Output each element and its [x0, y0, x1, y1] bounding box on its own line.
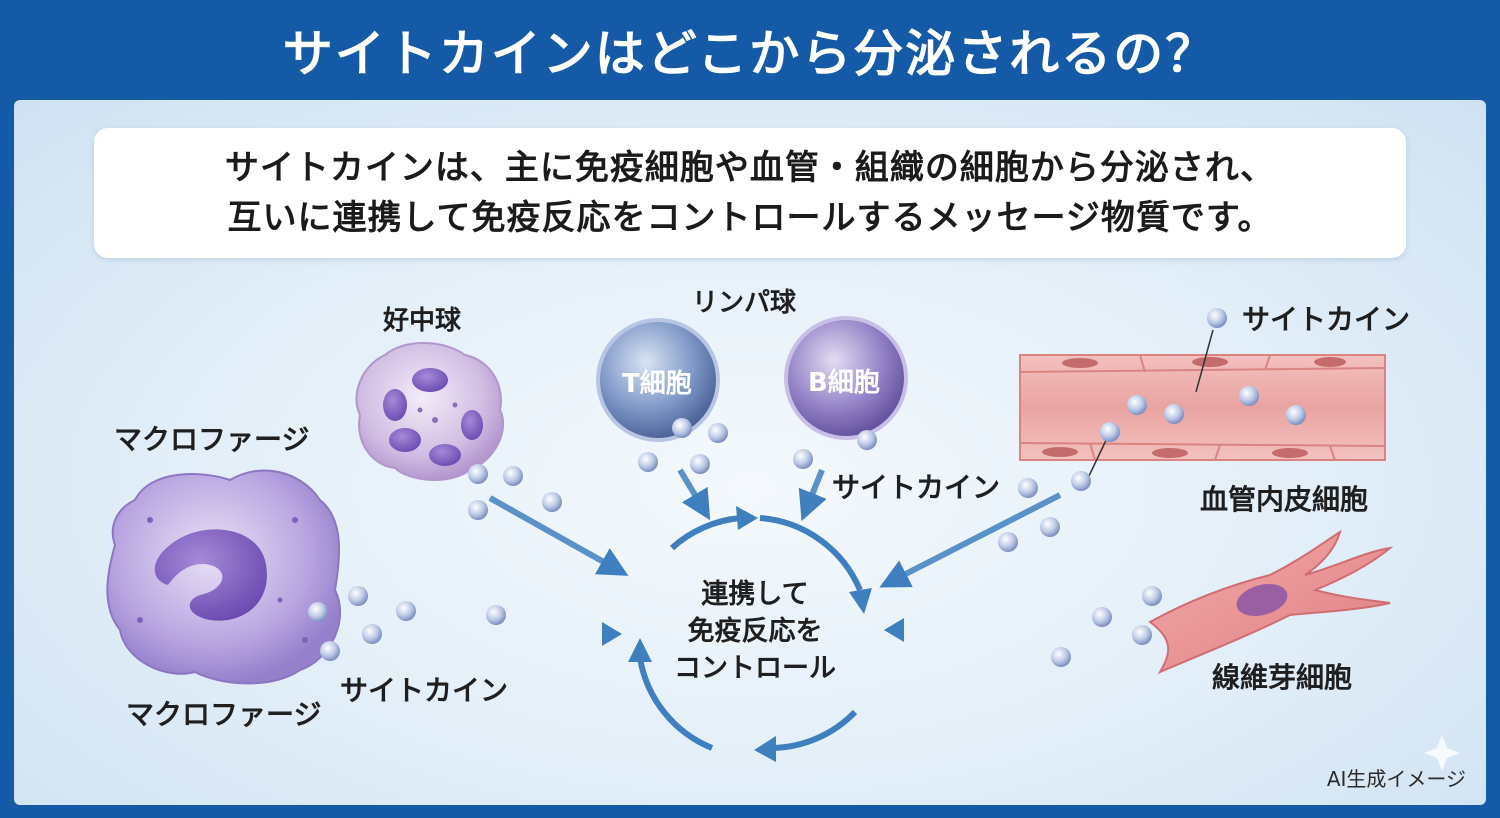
- arrow-macrophage: [395, 622, 622, 646]
- label-t-cell: T細胞: [622, 369, 692, 399]
- arrow-fibroblast: [884, 618, 1125, 642]
- arrow-vessel: [879, 492, 1062, 588]
- ai-generated-note: AI生成イメージ: [1326, 767, 1466, 791]
- neutrophil-cell: [355, 342, 505, 481]
- t-cell: [596, 318, 720, 442]
- page-title: サイトカインはどこから分泌されるの？: [282, 25, 1218, 83]
- label-neutrophil: 好中球: [383, 306, 462, 336]
- label-macrophage-bottom: マクロファージ: [126, 698, 322, 731]
- label-macrophage-top: マクロファージ: [114, 423, 310, 456]
- summary-line-1: サイトカインは、主に免疫細胞や血管・組織の細胞から分泌され、: [224, 148, 1276, 188]
- arrow-t-cell: [677, 468, 711, 521]
- blood-vessel: [1019, 354, 1386, 461]
- label-cytokine-macrophage: サイトカイン: [340, 674, 509, 707]
- label-cytokine-lymph: サイトカイン: [832, 471, 1001, 504]
- center-line-3: コントロール: [674, 653, 836, 684]
- summary-line-2: 互いに連携して免疫反応をコントロールするメッセージ物質です。: [227, 198, 1273, 238]
- label-fibroblast: 線維芽細胞: [1212, 661, 1353, 694]
- label-lymphocyte: リンパ球: [692, 288, 797, 318]
- center-line-2: 免疫反応を: [687, 616, 823, 647]
- arrow-neutrophil: [488, 495, 629, 576]
- label-endothelial: 血管内皮細胞: [1200, 483, 1369, 516]
- fibroblast-cell: [1148, 529, 1394, 675]
- b-cell: [784, 316, 908, 440]
- macrophage-cell: [106, 469, 341, 685]
- label-cytokine-vessel: サイトカイン: [1242, 303, 1411, 336]
- cycle-arrows: [637, 515, 863, 751]
- label-b-cell: B細胞: [808, 368, 880, 398]
- cytokine-beads: [308, 308, 1306, 667]
- center-line-1: 連携して: [701, 579, 809, 610]
- arrow-b-cell: [798, 468, 827, 522]
- summary-box: サイトカインは、主に免疫細胞や血管・組織の細胞から分泌され、 互いに連携して免疫…: [94, 128, 1406, 258]
- center-caption: 連携して 免疫反応を コントロール: [650, 576, 860, 687]
